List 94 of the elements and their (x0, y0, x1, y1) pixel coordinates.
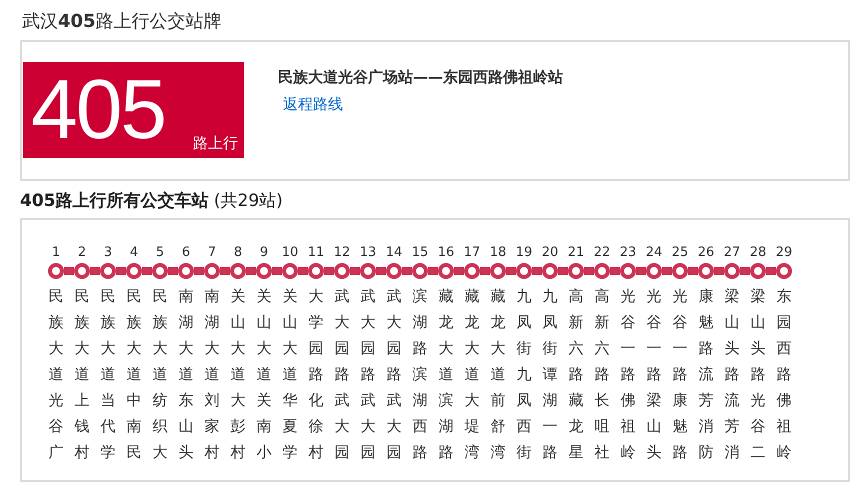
stop-name: 南湖大道刘家村 (204, 286, 220, 463)
stop-number: 20 (542, 244, 558, 262)
route-line (740, 267, 750, 275)
route-line (558, 267, 568, 275)
route-line (532, 267, 542, 275)
stop-number: 29 (776, 244, 792, 262)
route-line (194, 267, 204, 275)
stop-name: 高新六路藏龙星 (568, 286, 584, 463)
route-line (298, 267, 308, 275)
route-line (220, 267, 230, 275)
stop-number: 13 (360, 244, 376, 262)
stop-name: 关山大道大彭村 (230, 286, 246, 463)
route-line (116, 267, 126, 275)
stop-number: 18 (490, 244, 506, 262)
stop-number: 22 (594, 244, 610, 262)
stop-name: 民族大道光谷广 (48, 286, 64, 463)
stop-number: 19 (516, 244, 532, 262)
stop-name: 梁山头路流芳消 (724, 286, 740, 463)
stop-name: 关山大道关南小 (256, 286, 272, 463)
stop-name: 民族大道当代学 (100, 286, 116, 463)
stop-number: 11 (308, 244, 324, 262)
stop-name: 康魅路流芳消防 (698, 286, 714, 463)
route-line (584, 267, 594, 275)
stop-number: 21 (568, 244, 584, 262)
stop-name: 南湖大道东山头 (178, 286, 194, 463)
stop-number: 27 (724, 244, 740, 262)
stop-name: 武大园路武大园 (386, 286, 402, 463)
stop-number: 28 (750, 244, 766, 262)
route-line (662, 267, 672, 275)
route-line (688, 267, 698, 275)
stop-name: 梁山头路光谷二 (750, 286, 766, 463)
route-endpoints: 民族大道光谷广场站——东园西路佛祖岭站 (278, 67, 563, 88)
stop-name: 滨湖路滨湖西路 (412, 286, 428, 463)
stop-number: 25 (672, 244, 688, 262)
route-line (610, 267, 620, 275)
route-line (766, 267, 776, 275)
stop-number: 7 (208, 244, 216, 262)
return-route-link: 返程路线 (283, 94, 343, 114)
route-line (636, 267, 646, 275)
stop-name: 藏龙大道滨湖路 (438, 286, 454, 463)
stop-number: 15 (412, 244, 428, 262)
route-line (64, 267, 74, 275)
stop-name: 东园西路佛祖岭 (776, 286, 792, 463)
stop-number: 4 (130, 244, 138, 262)
route-line (168, 267, 178, 275)
stop-number: 14 (386, 244, 402, 262)
stop-name: 九凤街谭湖一路 (542, 286, 558, 463)
route-line (272, 267, 282, 275)
route-line (350, 267, 360, 275)
stop-name: 关山大道华夏学 (282, 286, 298, 463)
route-line (142, 267, 152, 275)
stop-name: 民族大道纺织大 (152, 286, 168, 463)
section-heading: 405路上行所有公交车站 (共29站) (20, 190, 284, 213)
stop-name: 大学园路化徐村 (308, 286, 324, 463)
stop-name: 藏龙大道大堤湾 (464, 286, 480, 463)
stop-number: 5 (156, 244, 164, 262)
stop-name: 九凤街九凤西街 (516, 286, 532, 463)
stop-name: 武大园路武大园 (334, 286, 350, 463)
stop-number: 26 (698, 244, 714, 262)
stop-number: 1 (52, 244, 60, 262)
route-card (20, 40, 850, 181)
route-badge (23, 62, 244, 158)
route-line (90, 267, 100, 275)
stop-name: 藏龙大道前舒湾 (490, 286, 506, 463)
stop-number: 9 (260, 244, 268, 262)
stop-number: 8 (234, 244, 242, 262)
stop-name: 民族大道中南民 (126, 286, 142, 463)
stop-name: 光谷一路佛祖岭 (620, 286, 636, 463)
direction-label: 路上行 (193, 134, 238, 152)
route-line (506, 267, 516, 275)
stop-name: 光谷一路康魅路 (672, 286, 688, 463)
route-line (376, 267, 386, 275)
stop-name: 民族大道上钱村 (74, 286, 90, 463)
route-line (428, 267, 438, 275)
stop-number: 23 (620, 244, 636, 262)
stop-number: 3 (104, 244, 112, 262)
route-line (714, 267, 724, 275)
route-line (402, 267, 412, 275)
stop-number: 24 (646, 244, 662, 262)
stop-name: 高新六路长咀社 (594, 286, 610, 463)
route-line (246, 267, 256, 275)
stop-number: 2 (78, 244, 86, 262)
stop-number: 6 (182, 244, 190, 262)
stop-number: 16 (438, 244, 454, 262)
stop-number: 10 (282, 244, 298, 262)
route-line (324, 267, 334, 275)
stop-number: 12 (334, 244, 350, 262)
stop-name: 武大园路武大园 (360, 286, 376, 463)
page-title: 武汉405路上行公交站牌 (22, 10, 222, 34)
route-line (454, 267, 464, 275)
route-number: 405 (31, 64, 166, 154)
stop-name: 光谷一路梁山头 (646, 286, 662, 463)
stop-number: 17 (464, 244, 480, 262)
route-line (480, 267, 490, 275)
